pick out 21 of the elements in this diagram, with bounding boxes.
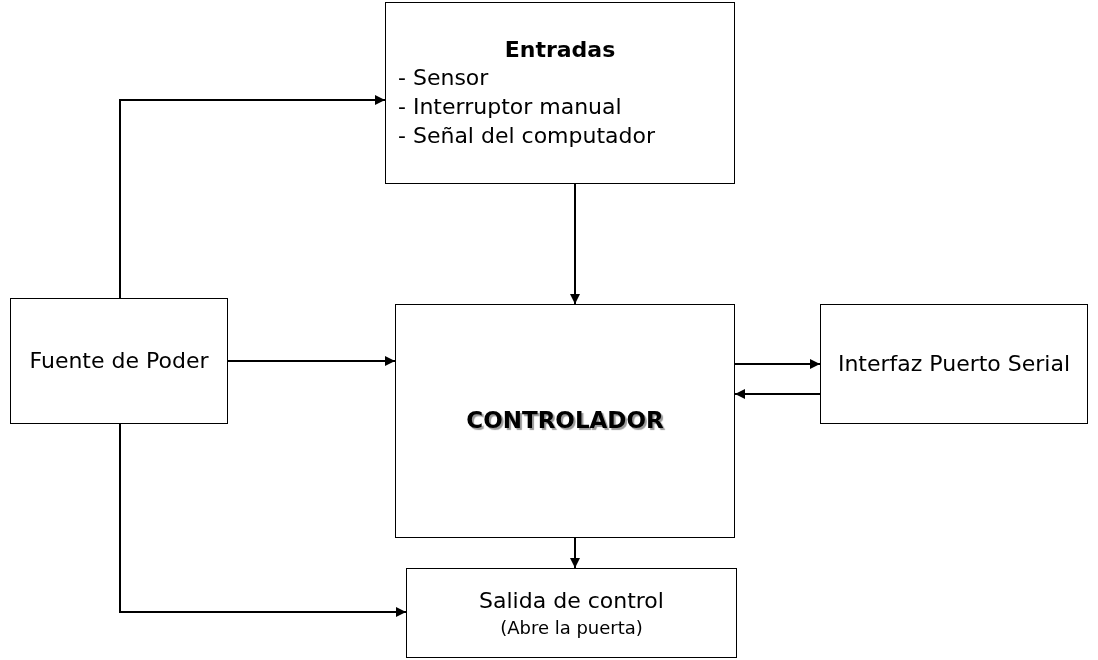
list-item: - Sensor — [398, 64, 489, 93]
list-item: - Señal del computador — [398, 121, 656, 150]
controller-box — [395, 304, 735, 538]
arrow — [227, 356, 396, 366]
arrow — [119, 423, 407, 617]
node-label: Interfaz Puerto Serial — [837, 349, 1071, 378]
serial-interface-box — [820, 304, 1088, 424]
node-label: Salida de control — [479, 587, 664, 615]
heading: Entradas — [504, 35, 616, 64]
arrow — [734, 389, 821, 399]
arrow — [734, 359, 821, 369]
output-box — [406, 568, 737, 658]
power-source-box — [10, 298, 228, 424]
node-label: Fuente de Poder — [29, 346, 209, 375]
list-item: - Interruptor manual — [398, 93, 622, 121]
node-label: CONTROLADOR — [466, 406, 664, 436]
input-box — [385, 2, 735, 184]
arrow — [119, 95, 386, 299]
arrow — [570, 183, 580, 305]
note: (Abre la puerta) — [500, 615, 643, 639]
arrow — [570, 537, 580, 569]
